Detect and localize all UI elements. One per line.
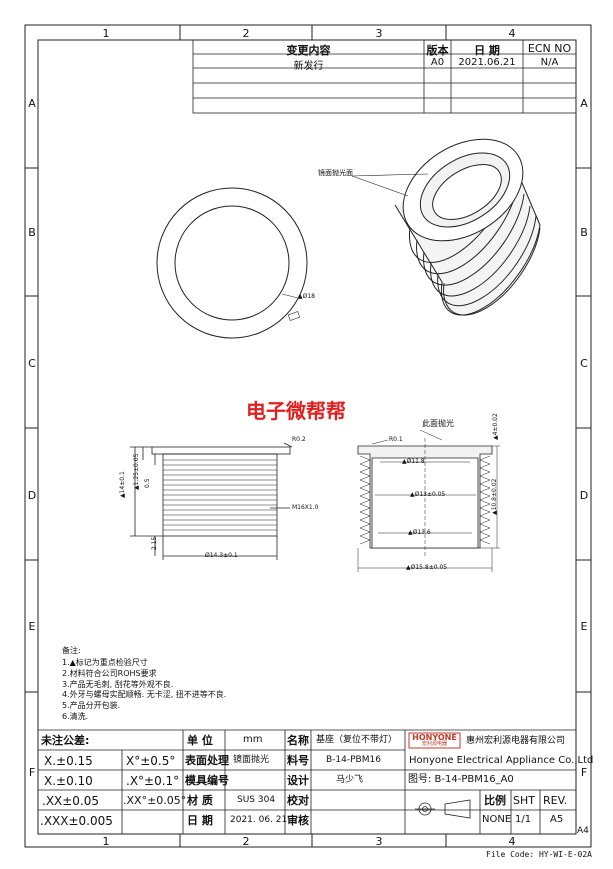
label-dia-15-8: ▲Ø15.8±0.05 bbox=[406, 564, 448, 571]
scale-value: NONE bbox=[482, 814, 512, 825]
row-b-right: B bbox=[580, 226, 588, 239]
row-e-left: E bbox=[28, 620, 36, 633]
row-a-right: A bbox=[580, 97, 588, 110]
rev-value: A5 bbox=[550, 814, 564, 825]
rev-header-date: 日 期 bbox=[474, 44, 500, 57]
sheet-value: 1/1 bbox=[515, 814, 532, 825]
file-code: File Code: HY-WI-E-02A bbox=[486, 850, 592, 859]
col-4-bottom: 4 bbox=[508, 835, 516, 848]
front-view bbox=[130, 442, 293, 560]
row-b-left: B bbox=[28, 226, 36, 239]
rev-row-ecn: N/A bbox=[540, 57, 559, 68]
tolerance-title: 未注公差: bbox=[41, 734, 90, 747]
sheet-label: SHT bbox=[513, 794, 535, 807]
surface-label: 表面处理 bbox=[185, 754, 229, 767]
label-mirror-polish: 镜面抛光面 bbox=[318, 169, 353, 177]
rev-row-content: 新发行 bbox=[293, 61, 324, 72]
col-2-bottom: 2 bbox=[242, 835, 250, 848]
drawing-number: 图号: B-14-PBM16_A0 bbox=[408, 774, 514, 785]
row-f-right: F bbox=[580, 766, 588, 779]
col-1-top: 1 bbox=[102, 27, 110, 40]
sheet-size: A4 bbox=[577, 826, 589, 836]
tol-2: X.±0.10 bbox=[44, 774, 93, 788]
ang-2: .X°±0.1° bbox=[126, 774, 180, 788]
unit-value: mm bbox=[243, 734, 263, 745]
ang-3: .XX°±0.05° bbox=[123, 794, 187, 807]
rev-header-ecn: ECN NO bbox=[527, 42, 572, 55]
col-1-bottom: 1 bbox=[102, 835, 110, 848]
note-3: 3.产品无毛刺, 刮花等外观不良. bbox=[62, 680, 174, 689]
date-label: 日 期 bbox=[187, 814, 213, 827]
label-h-0-5: 0.5 bbox=[144, 478, 151, 488]
top-view bbox=[156, 187, 308, 339]
row-a-left: A bbox=[28, 97, 36, 110]
company-name-en: Honyone Electrical Appliance Co.,Ltd bbox=[409, 755, 594, 766]
row-c-left: C bbox=[28, 357, 36, 370]
label-dia-13: ▲Ø13±0.05 bbox=[410, 491, 446, 498]
material-value: SUS 304 bbox=[237, 795, 276, 805]
section-view bbox=[357, 429, 500, 572]
label-thread: M16X1.0 bbox=[292, 504, 319, 511]
unit-label: 单 位 bbox=[187, 734, 213, 747]
row-d-left: D bbox=[27, 489, 37, 502]
designer: 马少飞 bbox=[336, 775, 364, 785]
label-r02: R0.2 bbox=[292, 436, 306, 443]
part-label: 料号 bbox=[287, 754, 309, 767]
note-4: 4.外牙与螺母实配顺畅. 无卡涩, 扭不进等不良. bbox=[62, 690, 227, 699]
note-6: 6.清洗. bbox=[62, 712, 89, 721]
label-h-4: ▲4±0.02 bbox=[492, 413, 499, 440]
rev-header-version: 版本 bbox=[426, 44, 449, 57]
ang-1: X°±0.5° bbox=[126, 754, 176, 768]
row-e-right: E bbox=[580, 620, 588, 633]
name-label: 名称 bbox=[287, 734, 309, 747]
label-h-14: ▲14±0.1 bbox=[119, 471, 126, 498]
label-dia-11-8: ▲Ø11.8 bbox=[402, 458, 425, 465]
material-label: 材 质 bbox=[187, 794, 213, 807]
rev-label: REV. bbox=[543, 794, 568, 807]
watermark: 电子微帮帮 bbox=[246, 399, 346, 423]
company-name-cn: 惠州宏利源电器有限公司 bbox=[466, 736, 566, 746]
scale-label: 比例 bbox=[484, 794, 506, 807]
iso-view bbox=[394, 138, 541, 316]
label-dia-top: ▲Ø18 bbox=[298, 293, 315, 300]
row-f-left: F bbox=[28, 766, 36, 779]
tol-3: .XX±0.05 bbox=[42, 794, 100, 808]
col-3-bottom: 3 bbox=[375, 835, 383, 848]
rev-row-date: 2021.06.21 bbox=[458, 57, 516, 68]
company-logo: HONYONE bbox=[412, 733, 457, 742]
name-value: 基座（复位不带灯） bbox=[316, 735, 398, 745]
col-4-top: 4 bbox=[508, 27, 516, 40]
label-r01: R0.1 bbox=[389, 436, 403, 443]
surface-value: 镜面抛光 bbox=[233, 755, 270, 765]
tol-4: .XXX±0.005 bbox=[40, 814, 113, 828]
rev-header-content: 变更内容 bbox=[286, 44, 331, 57]
col-2-top: 2 bbox=[242, 27, 250, 40]
review-label: 审核 bbox=[287, 814, 309, 827]
label-polish-here: 此面抛光 bbox=[422, 419, 454, 428]
note-2: 2.材料符合公司ROHS要求 bbox=[62, 669, 157, 678]
date-value: 2021. 06. 21 bbox=[230, 815, 288, 825]
mold-label: 模具编号 bbox=[185, 774, 229, 787]
rev-row-version: A0 bbox=[430, 57, 445, 68]
label-h-10-8: ▲10.8±0.02 bbox=[491, 478, 498, 515]
label-h-1-25: ▲1.25±0.05 bbox=[133, 453, 140, 490]
label-dia-13-6: ▲Ø13.6 bbox=[408, 529, 431, 536]
check-label: 校对 bbox=[287, 794, 309, 807]
label-h-2-15: 2.15 bbox=[151, 536, 158, 550]
tol-1: X.±0.15 bbox=[44, 754, 93, 768]
notes-title: 备注: bbox=[62, 646, 81, 655]
part-value: B-14-PBM16 bbox=[326, 755, 381, 765]
col-3-top: 3 bbox=[375, 27, 383, 40]
company-logo-sub: 宏利源电器 bbox=[421, 741, 447, 747]
design-label: 设计 bbox=[287, 774, 309, 787]
note-1: 1.▲标记为重点检验尺寸 bbox=[62, 658, 148, 667]
row-d-right: D bbox=[579, 489, 589, 502]
row-c-right: C bbox=[580, 357, 588, 370]
note-5: 5.产品分开包装. bbox=[62, 701, 121, 710]
label-dia-14-3: Ø14.3±0.1 bbox=[205, 552, 238, 559]
